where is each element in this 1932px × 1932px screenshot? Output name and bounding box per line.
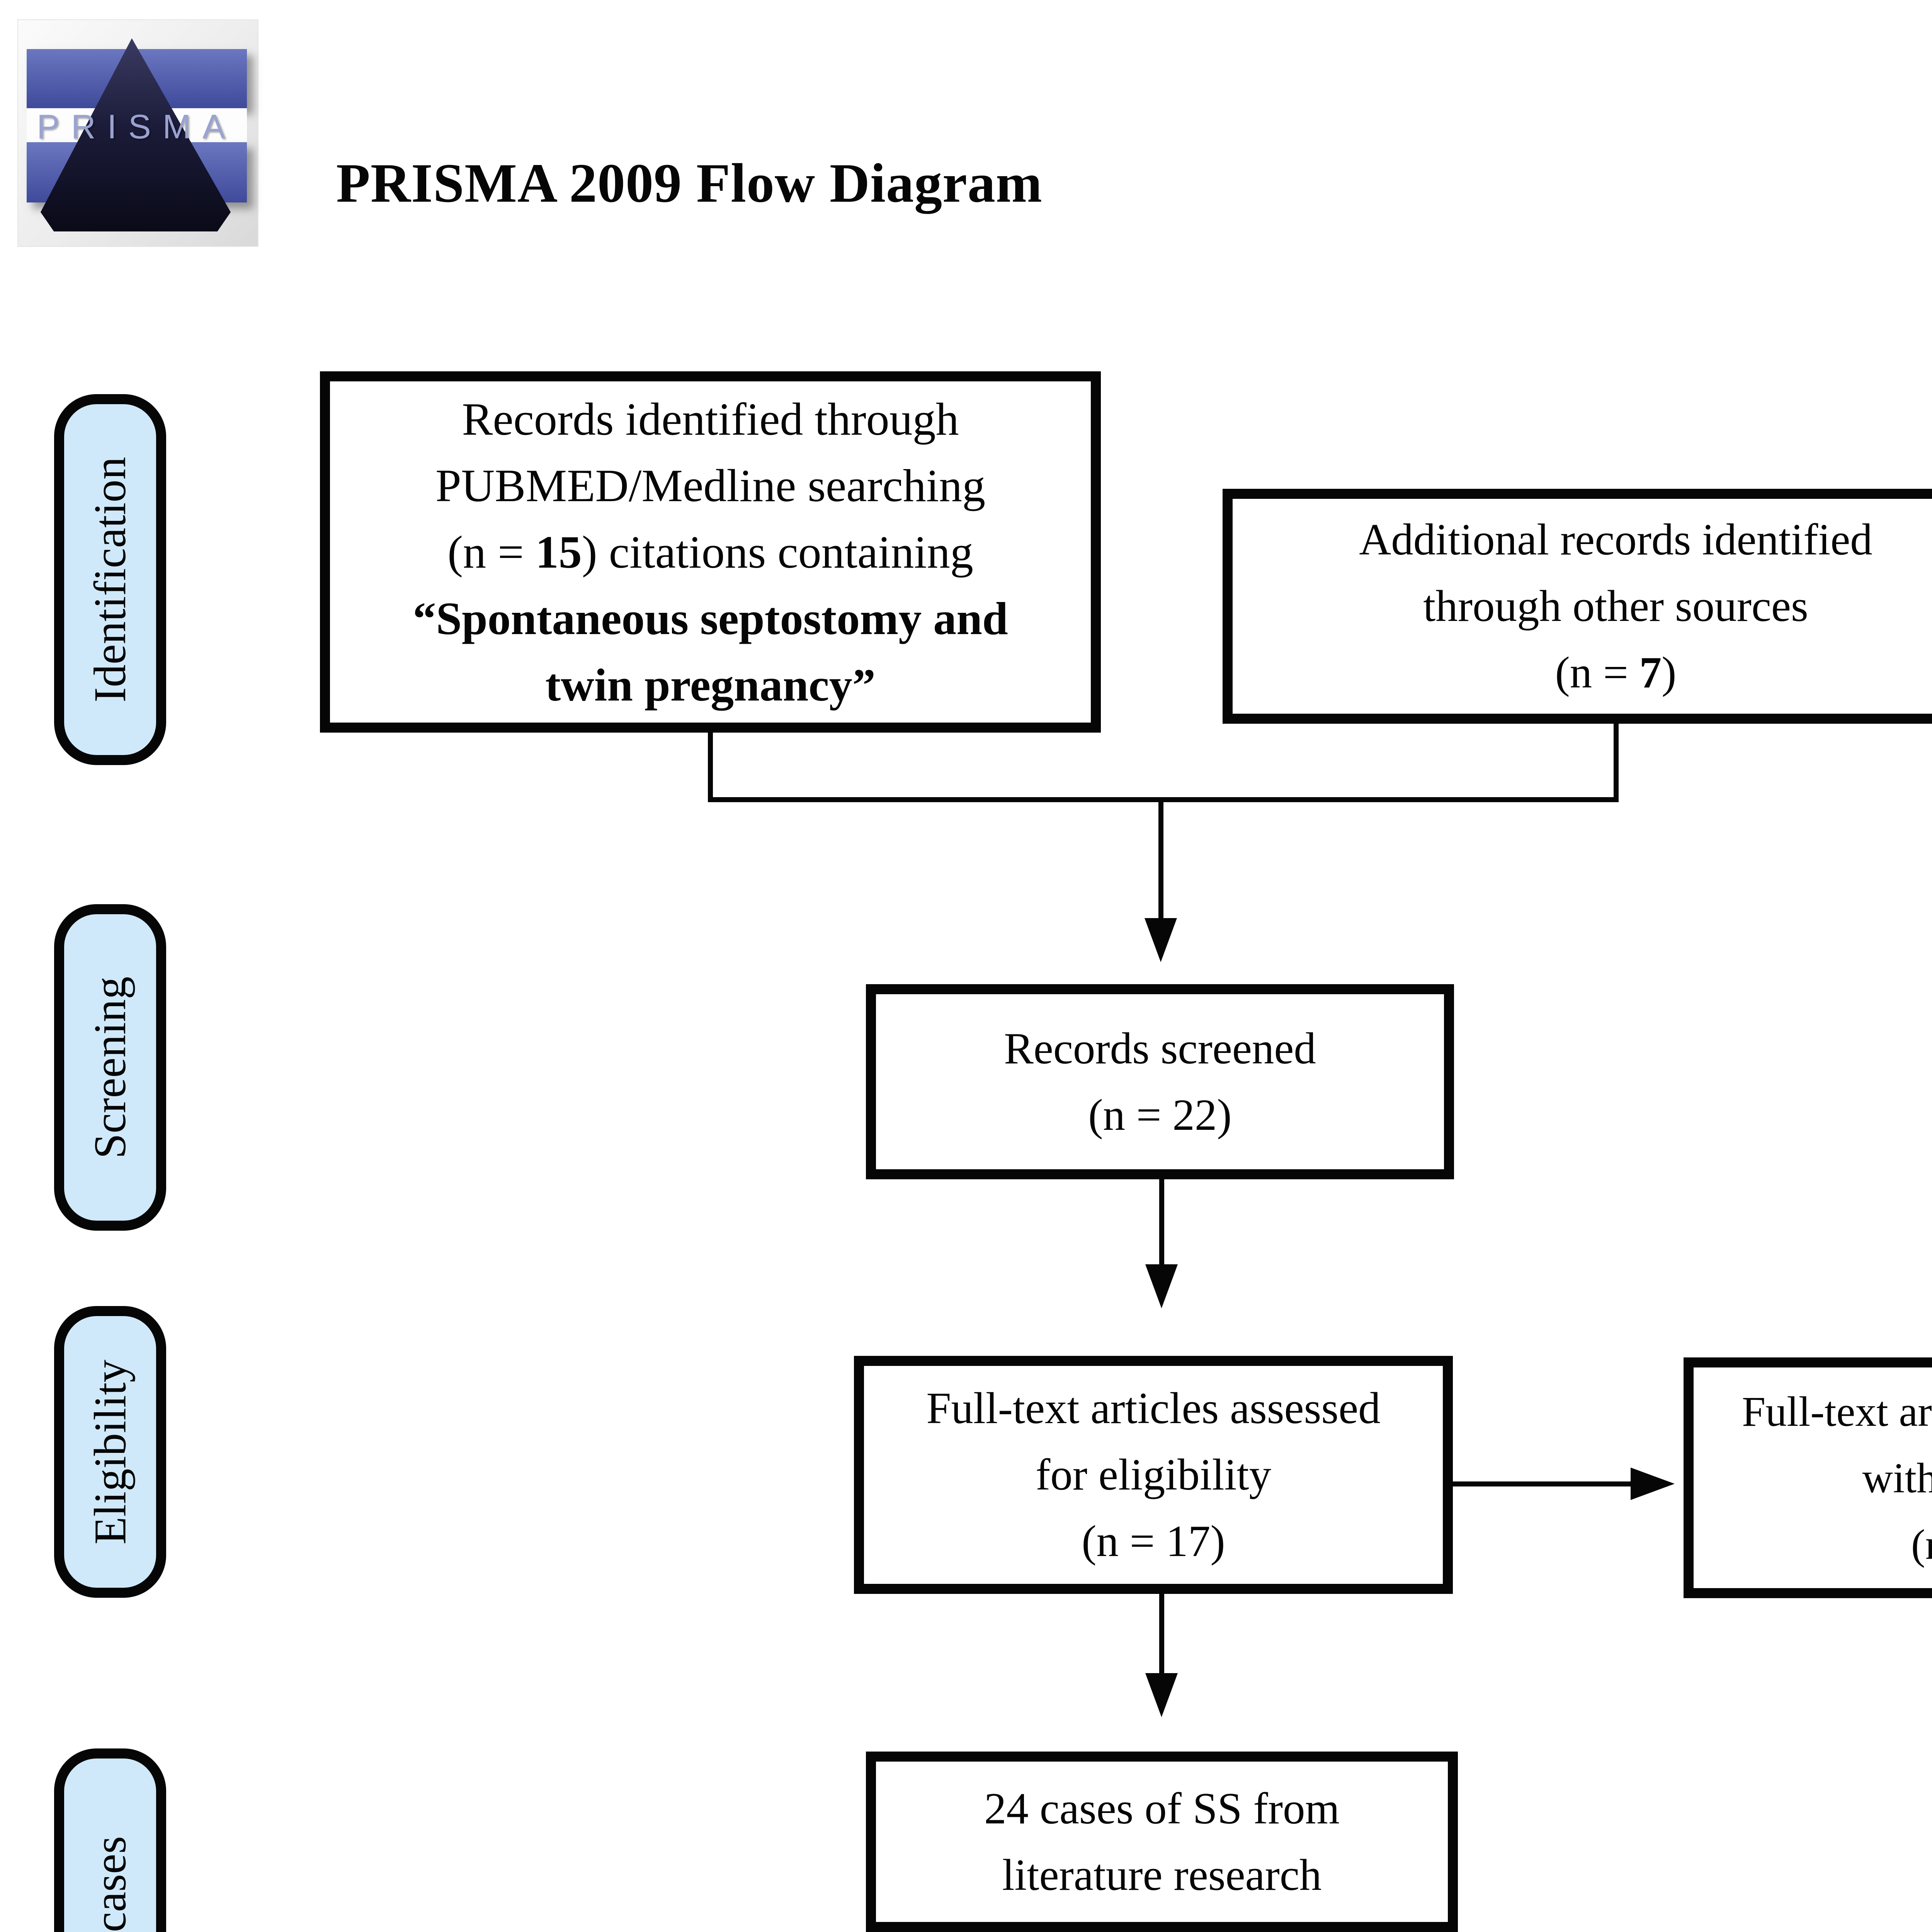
page-title: PRISMA 2009 Flow Diagram	[336, 153, 1043, 214]
box-text-line: Full-text articles assessed	[926, 1384, 1381, 1433]
stage-label-text: Screening	[85, 976, 136, 1159]
box-text-line: (n = 17)	[1082, 1517, 1225, 1566]
box-text-line: literature research	[1002, 1850, 1322, 1900]
connector-assessed-to-cases-line	[1159, 1594, 1164, 1673]
connector-merge-horizontal	[708, 797, 1619, 802]
arrowhead-right-to-excluded-icon	[1631, 1468, 1675, 1500]
flow-box-records-screened: Records screened (n = 22)	[866, 984, 1454, 1179]
stage-label-text: Eligibility	[85, 1359, 136, 1544]
box-text-line: Full-text articles excluded,	[1742, 1388, 1932, 1435]
box-text-line: (n = 15) citations containing	[447, 526, 973, 578]
logo-wordmark: PRISMA	[37, 107, 237, 146]
box-text-line: PUBMED/Medline searching	[435, 459, 986, 511]
box-text-line: Records identified through	[462, 393, 959, 445]
stage-label-text: Identification	[85, 457, 136, 702]
flow-box-additional-records: Additional records identified through ot…	[1223, 489, 1932, 724]
connector-merge-to-screened-line	[1158, 802, 1163, 918]
prisma-logo: PRISMA	[17, 19, 259, 247]
flow-box-fulltext-excluded: Full-text articles excluded, with reason…	[1684, 1357, 1932, 1598]
box-text-line: with reasons	[1862, 1454, 1932, 1502]
box-text-line: (n = 7)	[1555, 648, 1677, 697]
connector-stub-from-additional-records	[1614, 724, 1619, 802]
box-text-line: “Spontaneous septostomy and	[413, 592, 1008, 644]
arrowhead-down-to-assessed-icon	[1145, 1264, 1178, 1308]
stage-label-text: Number of cases	[85, 1836, 135, 1932]
flow-box-records-identified: Records identified through PUBMED/Medlin…	[320, 371, 1101, 733]
connector-assessed-to-excluded-line	[1453, 1481, 1631, 1486]
connector-screened-to-assessed-line	[1159, 1179, 1164, 1264]
arrowhead-down-to-screened-icon	[1145, 918, 1177, 962]
connector-stub-from-records-identified	[708, 733, 713, 802]
box-text-line: (n = 5)	[1911, 1520, 1932, 1568]
flow-box-fulltext-assessed: Full-text articles assessed for eligibil…	[854, 1356, 1453, 1594]
stage-label-eligibility: Eligibility	[54, 1306, 166, 1598]
arrowhead-down-to-cases-icon	[1145, 1673, 1178, 1717]
box-text-line: twin pregnancy”	[545, 659, 876, 711]
stage-label-screening: Screening	[54, 904, 166, 1231]
box-text-line: 24 cases of SS from	[984, 1784, 1340, 1833]
stage-label-number-of-cases: Number of cases	[54, 1748, 166, 1932]
stage-label-identification: Identification	[54, 394, 166, 765]
box-text-line: Records screened	[1004, 1024, 1316, 1073]
box-text-line: (n = 22)	[1088, 1090, 1232, 1139]
flow-box-cases-from-literature: 24 cases of SS from literature research	[866, 1752, 1458, 1932]
box-text-line: for eligibility	[1035, 1450, 1272, 1499]
box-text-line: through other sources	[1423, 582, 1808, 631]
box-text-line: Additional records identified	[1359, 515, 1872, 564]
